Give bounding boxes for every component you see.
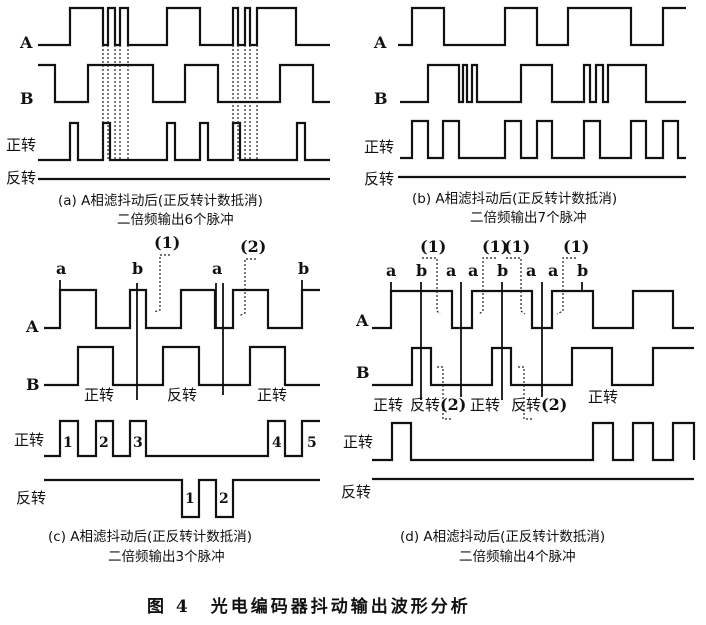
panel-d-edge-4: a xyxy=(468,261,478,280)
panel-d-direction-forward-2: 正转 xyxy=(470,396,500,414)
panel-d-annotation-leaders xyxy=(422,257,576,420)
panel-c-annotation-1-leader xyxy=(153,254,170,313)
panel-c-edge-b1: b xyxy=(132,259,143,278)
panel-d-annotation-1a: (1) xyxy=(420,237,446,256)
panel-d-edge-1: a xyxy=(386,261,396,280)
panel-c-annotation-1: (1) xyxy=(154,233,180,252)
panel-d-direction-forward-3: 正转 xyxy=(588,388,618,406)
panel-c-edge-b2: b xyxy=(298,259,309,278)
panel-d-wave-forward xyxy=(372,421,696,462)
panel-c-forward-pulse-3: 3 xyxy=(133,435,143,451)
panel-c-reverse-pulse-2: 2 xyxy=(219,491,229,507)
panel-d-annotation-1b: (1) xyxy=(482,237,508,256)
panel-c-forward-pulse-4: 4 xyxy=(272,435,282,451)
panel-b: A B 正转 反转 (b) A相滤抖动后(正反转计数抵消) 二倍频输出7个脉冲 xyxy=(364,6,686,226)
panel-d-direction-reverse-2: 反转 xyxy=(511,396,541,414)
panel-d: A B 正转 反转 a b a a b a a b (1) (1) (1) (1… xyxy=(341,237,696,565)
panel-b-caption-line2: 二倍频输出7个脉冲 xyxy=(470,210,587,226)
panel-c-direction-reverse: 反转 xyxy=(167,386,197,404)
panel-d-label-a: A xyxy=(355,311,369,330)
panel-c-label-b: B xyxy=(26,375,40,394)
panel-c-wave-b xyxy=(44,345,320,387)
panel-d-edge-5: b xyxy=(497,261,508,280)
panel-c-caption-line1: (c) A相滤抖动后(正反转计数抵消) xyxy=(48,529,252,545)
panel-c-annotation-2-leader xyxy=(238,258,256,317)
panel-d-edge-3: a xyxy=(446,261,456,280)
panel-a-wave-forward xyxy=(38,121,330,162)
panel-a-caption-line2: 二倍频输出6个脉冲 xyxy=(117,212,234,228)
panel-a-dashed-guides xyxy=(102,45,258,160)
panel-c-edge-a1: a xyxy=(56,259,66,278)
panel-c-label-forward: 正转 xyxy=(14,431,44,449)
panel-b-label-a: A xyxy=(373,33,387,52)
panel-a-label-forward: 正转 xyxy=(6,136,36,154)
panel-c-reverse-pulse-1: 1 xyxy=(185,491,195,507)
panel-a-wave-a xyxy=(38,6,330,47)
panel-a-label-a: A xyxy=(19,33,33,52)
panel-c-forward-pulse-1: 1 xyxy=(63,435,73,451)
panel-b-wave-forward xyxy=(400,119,686,160)
panel-d-label-b: B xyxy=(356,363,370,382)
panel-a-label-b: B xyxy=(20,89,34,108)
panel-d-direction-forward-1: 正转 xyxy=(373,396,403,414)
panel-d-annotation-1d: (1) xyxy=(563,237,589,256)
panel-c-wave-reverse xyxy=(44,478,320,519)
panel-d-label-forward: 正转 xyxy=(343,433,373,451)
panel-a: A B 正转 反转 (a) A相滤抖动后(正反转计数抵消) 二倍频输出6个脉冲 xyxy=(6,6,330,228)
panel-d-direction-annotation-2a: (2) xyxy=(440,395,466,414)
panel-c-direction-forward-2: 正转 xyxy=(257,386,287,404)
panel-d-direction-reverse-1: 反转 xyxy=(410,396,440,414)
panel-c-label-a: A xyxy=(25,317,39,336)
panel-d-edge-6: a xyxy=(526,261,536,280)
panel-c-wave-a xyxy=(44,288,320,330)
panel-c-annotation-2: (2) xyxy=(240,237,266,256)
panel-b-wave-a xyxy=(398,6,686,47)
panel-b-label-b: B xyxy=(374,89,388,108)
panel-a-caption-line1: (a) A相滤抖动后(正反转计数抵消) xyxy=(58,193,263,209)
panel-d-markers xyxy=(390,282,583,400)
panel-c-markers xyxy=(59,280,303,400)
panel-d-caption-line1: (d) A相滤抖动后(正反转计数抵消) xyxy=(400,529,605,545)
figure-title: 图 4 光电编码器抖动输出波形分析 xyxy=(147,596,471,617)
panel-b-label-forward: 正转 xyxy=(364,138,394,156)
panel-a-wave-b xyxy=(38,63,330,104)
panel-b-caption-line1: (b) A相滤抖动后(正反转计数抵消) xyxy=(412,191,617,207)
panel-d-edge-2: b xyxy=(416,261,427,280)
panel-c-wave-forward xyxy=(44,419,320,458)
panel-b-wave-b xyxy=(400,63,686,104)
panel-c: A B 正转 反转 a b a b (1) (2) 正转 反转 正转 1 2 3… xyxy=(14,233,320,565)
panel-c-direction-forward-1: 正转 xyxy=(84,386,114,404)
panel-d-annotation-1c: (1) xyxy=(504,237,530,256)
panel-b-label-reverse: 反转 xyxy=(364,170,394,188)
panel-a-label-reverse: 反转 xyxy=(6,169,36,187)
panel-d-direction-annotation-2b: (2) xyxy=(541,395,567,414)
panel-d-label-reverse: 反转 xyxy=(341,483,371,501)
panel-c-caption-line2: 二倍频输出3个脉冲 xyxy=(108,549,225,565)
panel-c-forward-pulse-2: 2 xyxy=(99,435,109,451)
panel-d-edge-7: a xyxy=(548,261,558,280)
panel-c-edge-a2: a xyxy=(212,259,222,278)
panel-d-edge-8: b xyxy=(577,261,588,280)
panel-d-caption-line2: 二倍频输出4个脉冲 xyxy=(459,549,576,565)
panel-c-forward-pulse-5: 5 xyxy=(307,435,317,451)
panel-c-label-reverse: 反转 xyxy=(16,489,46,507)
